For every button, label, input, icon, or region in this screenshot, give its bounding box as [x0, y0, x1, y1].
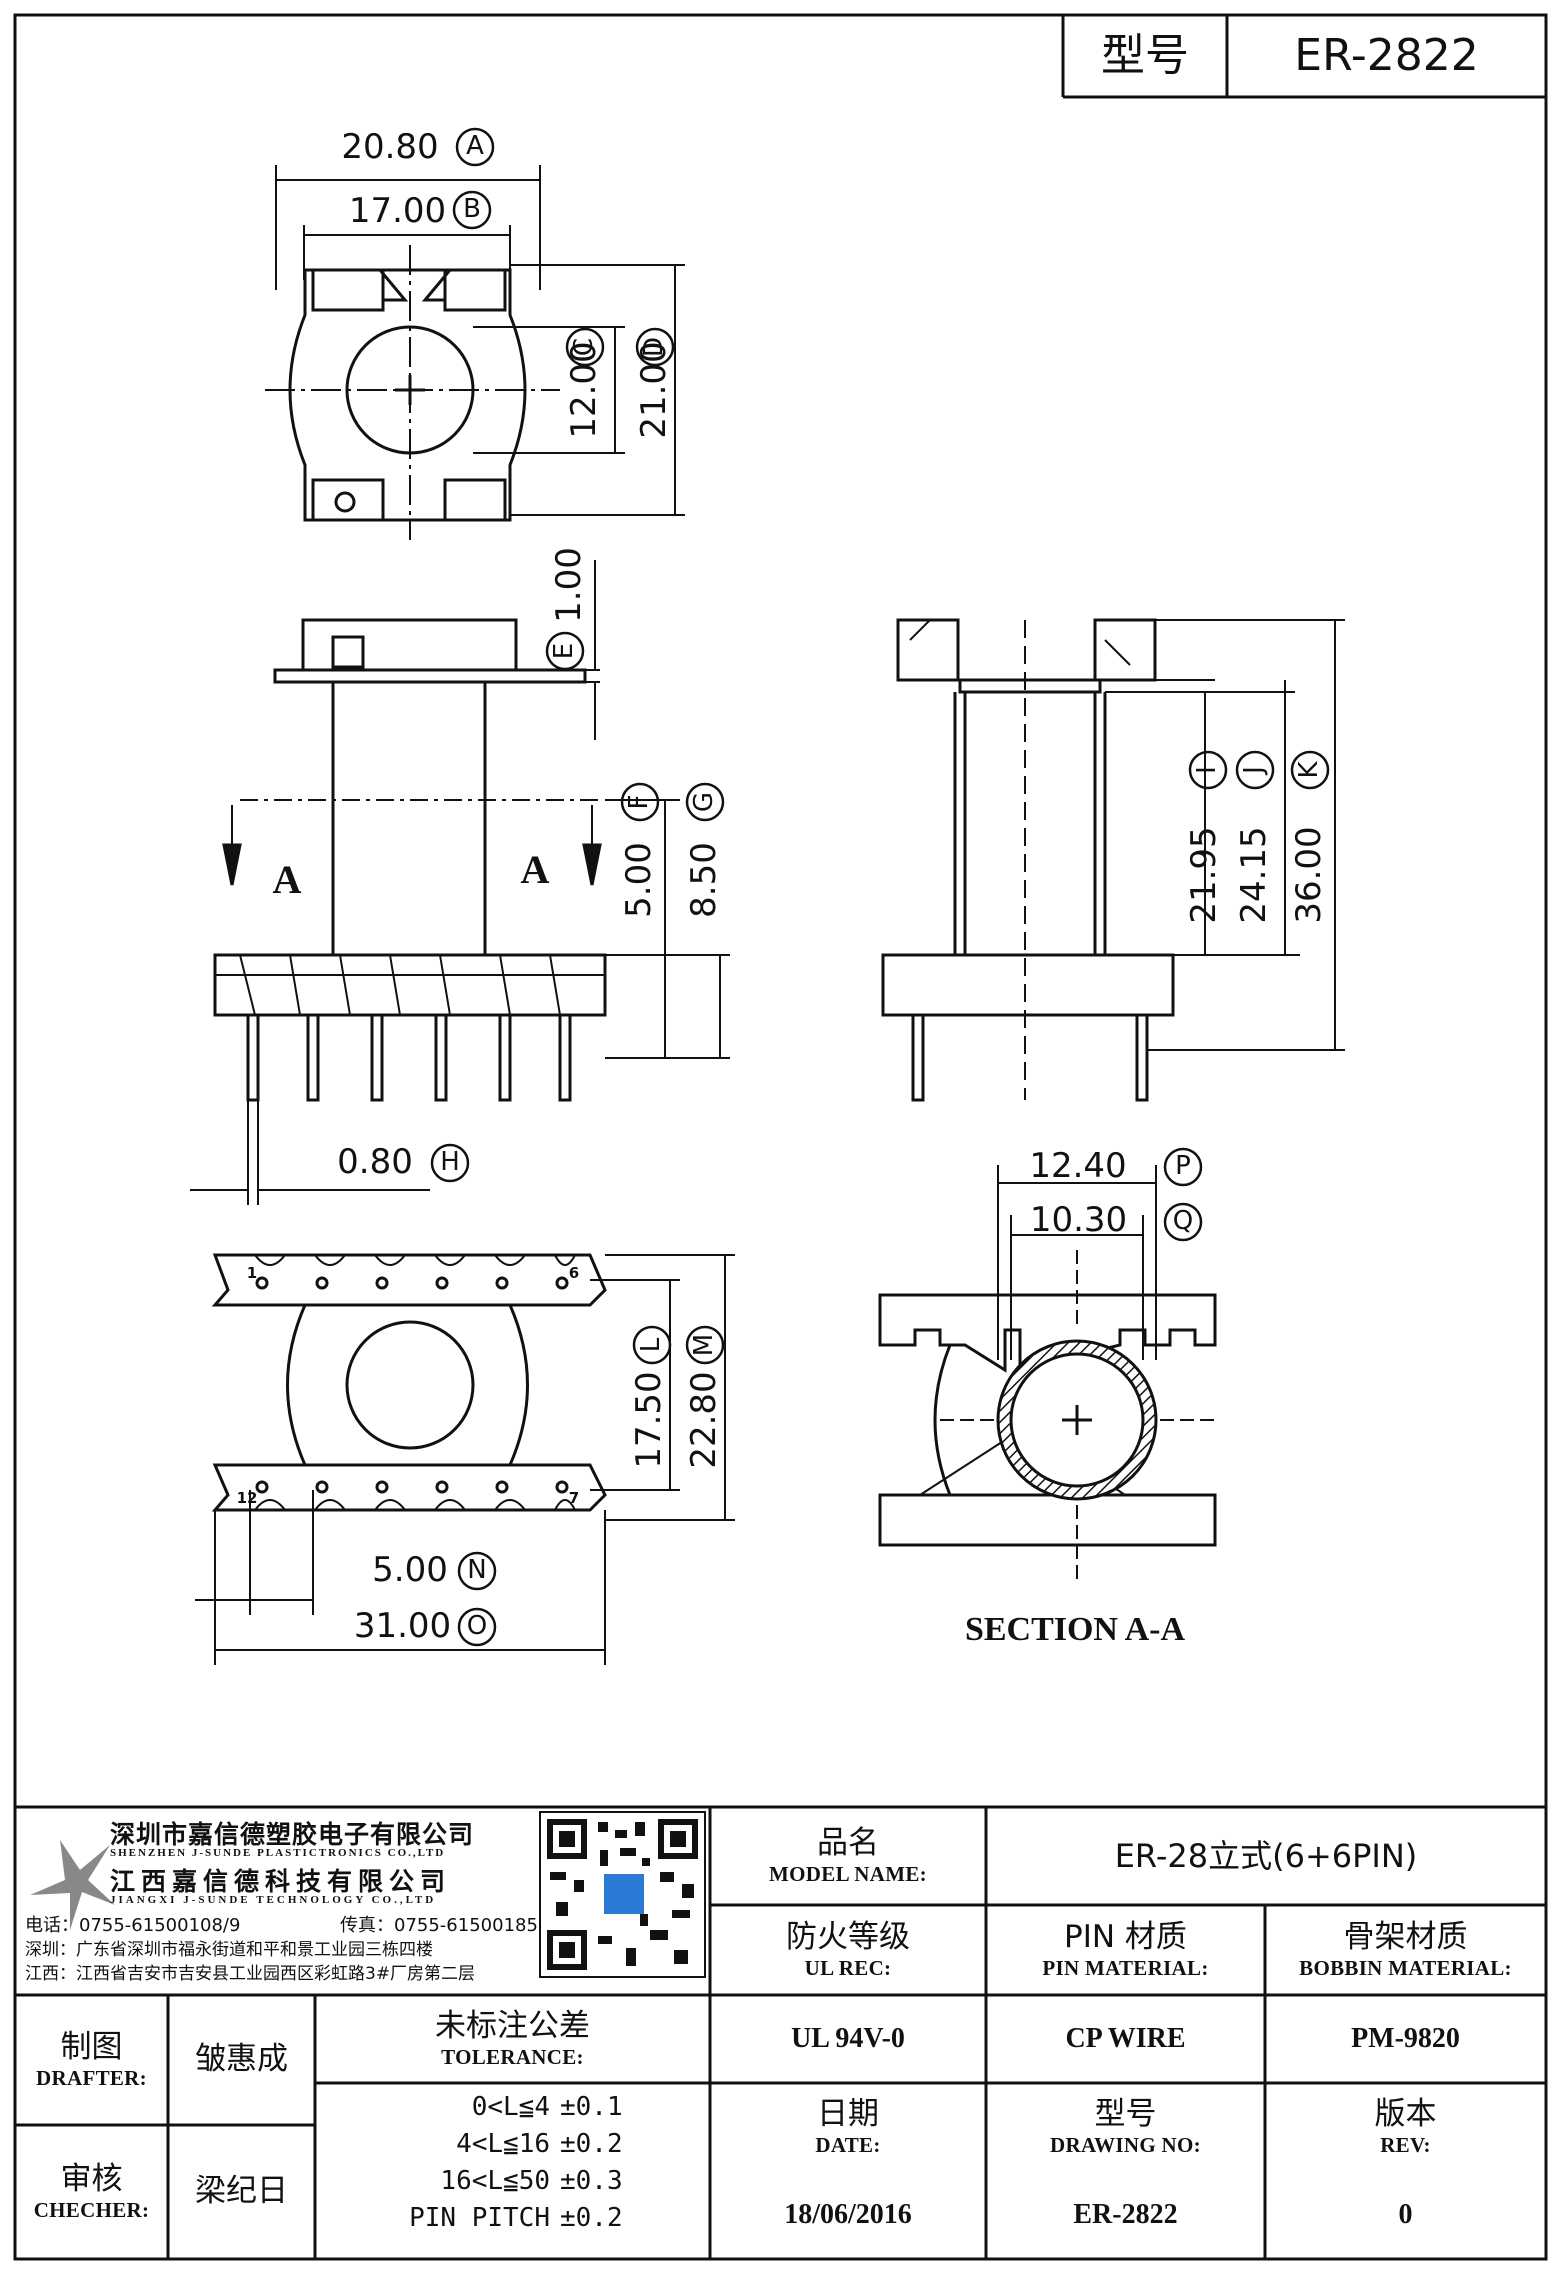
dim-f-value: 5.00 [619, 842, 660, 918]
header-model-value: ER-2822 [1294, 29, 1479, 81]
front-view-dimensions [190, 560, 730, 1205]
dim-m-label: M [689, 1333, 720, 1357]
section-mark-left: A [272, 857, 302, 902]
model-name-label: 品名 MODEL NAME: [769, 1825, 927, 1886]
company-address-jiangxi: 江西：江西省吉安市吉安县工业园西区彩虹路3#厂房第二层 [25, 1964, 476, 1984]
revision-label: 版本 REV: [1374, 2096, 1437, 2157]
dim-d-label: D [639, 336, 670, 358]
dim-k-value: 36.00 [1289, 826, 1330, 924]
bobbin-material-value: PM-9820 [1351, 2022, 1460, 2054]
tolerance-range-4: PIN PITCH [409, 2203, 550, 2233]
title-block-grid [15, 1805, 1546, 2259]
dim-n-label: N [467, 1555, 487, 1586]
company-tel: 电话：0755-61500108/9 [25, 1915, 241, 1936]
drawing-no-label: 型号 DRAWING NO: [1050, 2096, 1201, 2157]
dim-q-value: 10.30 [1029, 1200, 1128, 1241]
dim-m-value: 22.80 [684, 1371, 725, 1469]
company-logo [30, 1840, 115, 1930]
pin-label-6: 6 [568, 1264, 580, 1283]
dim-l-value: 17.50 [629, 1371, 670, 1469]
dim-e-value: 1.00 [549, 547, 590, 623]
drafter-value: 皱惠成 [195, 2041, 288, 2078]
dim-p-value: 12.40 [1029, 1146, 1127, 1187]
dim-a-value: 20.80 [341, 127, 439, 168]
border-frame [13, 13, 1548, 2261]
date-value: 18/06/2016 [784, 2198, 912, 2230]
tolerance-value-1: ±0.1 [560, 2092, 623, 2122]
top-view-dimensions [275, 165, 685, 516]
dim-i-label: I [1192, 766, 1223, 774]
company-fax: 传真：0755-61500185 [340, 1915, 538, 1936]
dim-l-label: L [636, 1337, 667, 1353]
checker-label: 审核 CHECHER: [33, 2161, 150, 2222]
tolerance-range-3: 16<L≦50 [440, 2166, 550, 2196]
company-name-cn-2: 江西嘉信德科技有限公司 [110, 1867, 452, 1896]
top-view [265, 245, 560, 540]
section-title: SECTION A-A [964, 1611, 1186, 1649]
bottom-view [211, 1253, 607, 1512]
dim-e-label: E [549, 642, 580, 660]
dim-g-value: 8.50 [684, 842, 725, 918]
tolerance-label: 未标注公差 TOLERANCE: [435, 2008, 590, 2069]
ul-rating-value: UL 94V-0 [791, 2022, 905, 2054]
dim-h-value: 0.80 [337, 1142, 413, 1183]
tolerance-range-2: 4<L≦16 [456, 2129, 550, 2159]
dim-f-label: F [624, 794, 655, 810]
drafter-label: 制图 DRAFTER: [36, 2029, 147, 2090]
tolerance-value-3: ±0.3 [560, 2166, 623, 2196]
dim-n-value: 5.00 [372, 1550, 448, 1591]
dim-o-value: 31.00 [353, 1606, 452, 1647]
drawing-no-value: ER-2822 [1073, 2198, 1178, 2230]
dim-j-label: J [1239, 766, 1270, 774]
tolerance-value-4: ±0.2 [560, 2203, 623, 2233]
company-name-en-1: SHENZHEN J-SUNDE PLASTICTRONICS CO.,LTD [110, 1847, 446, 1859]
pin-label-1: 1 [246, 1264, 258, 1283]
pin-label-12: 12 [236, 1489, 258, 1508]
dim-p-label: P [1175, 1151, 1191, 1182]
dim-g-label: G [689, 791, 720, 813]
bobbin-material-label: 骨架材质 BOBBIN MATERIAL: [1299, 1919, 1512, 1980]
section-mark-right: A [520, 847, 550, 892]
company-name-cn-1: 深圳市嘉信德塑胶电子有限公司 [110, 1820, 475, 1849]
date-label: 日期 DATE: [815, 2096, 881, 2157]
dim-k-label: K [1294, 761, 1325, 779]
dim-j-value: 24.15 [1234, 826, 1275, 924]
pin-material-value: CP WIRE [1065, 2022, 1186, 2054]
pin-label-7: 7 [568, 1489, 580, 1508]
dim-c-label: C [569, 337, 600, 357]
dim-a-label: A [466, 131, 484, 162]
revision-value: 0 [1398, 2198, 1413, 2230]
tolerance-value-2: ±0.2 [560, 2129, 623, 2159]
dim-o-label: O [466, 1611, 488, 1642]
dim-i-value: 21.95 [1184, 826, 1225, 924]
ul-rating-label: 防火等级 UL REC: [786, 1919, 910, 1980]
bottom-view-dimensions [195, 1254, 735, 1665]
front-view [213, 618, 607, 1102]
section-view-dimensions [997, 1165, 1157, 1360]
dim-h-label: H [440, 1147, 460, 1178]
pin-material-label: PIN 材质 PIN MATERIAL: [1042, 1919, 1209, 1980]
header-model-label: 型号 [1101, 29, 1189, 81]
dim-b-label: B [463, 194, 481, 225]
checker-value: 梁纪日 [195, 2173, 288, 2210]
dim-b-value: 17.00 [348, 191, 447, 232]
company-address-shenzhen: 深圳：广东省深圳市福永街道和平和景工业园三栋四楼 [25, 1940, 433, 1960]
tolerance-range-1: 0<L≦4 [471, 2092, 550, 2122]
section-view [878, 1250, 1217, 1580]
model-name-value: ER-28立式(6+6PIN) [1114, 1836, 1418, 1875]
dim-q-label: Q [1172, 1206, 1194, 1237]
side-view-dimensions [1105, 619, 1345, 1051]
company-name-en-2: JIANGXI J-SUNDE TECHNOLOGY CO.,LTD [110, 1894, 437, 1906]
qr-code [539, 1811, 706, 1978]
dimension-circles [430, 127, 1330, 1647]
